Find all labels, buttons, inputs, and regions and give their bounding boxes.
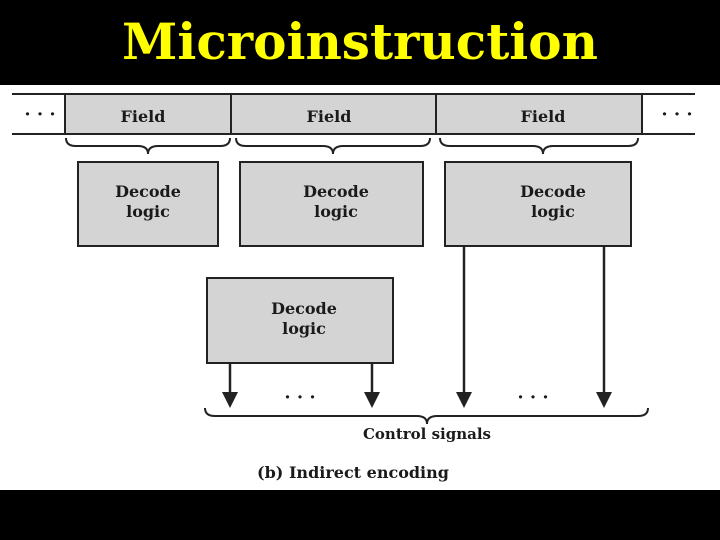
left-ellipsis: · · · [24,104,55,125]
arrow-head-4 [596,392,612,408]
field-braces [65,137,639,155]
brace-3 [439,137,639,155]
field-cell-2 [230,93,437,135]
field-label-2: Field [307,107,352,126]
right-ellipsis: · · · [661,104,692,125]
decoder-3: Decode logic [444,161,632,247]
control-signals-label: Control signals [363,425,491,443]
decoder-1-line1: Decode [115,182,181,201]
arrow-head-3 [456,392,472,408]
brace-2 [235,137,431,155]
field-label-1: Field [121,107,166,126]
signals-ellipsis-left: · · · [284,387,315,408]
brace-1 [65,137,231,155]
decoder-4-line2: logic [282,319,326,338]
decoder-4: Decode logic [206,277,394,364]
decoder-4-line1: Decode [271,299,337,318]
field-cell-3 [435,93,643,135]
arrow-heads [222,392,612,408]
signals-ellipsis-right: · · · [517,387,548,408]
decoder-3-line2: logic [531,202,575,221]
arrow-head-1 [222,392,238,408]
control-signals-brace [204,407,649,425]
decoder-2-line2: logic [314,202,358,221]
field-label-3: Field [521,107,566,126]
arrow-head-2 [364,392,380,408]
footer-bar [0,490,720,540]
decoder-3-line1: Decode [520,182,586,201]
field-cell-1 [64,93,232,135]
diagram-caption: (b) Indirect encoding [257,463,449,482]
decoder-1: Decode logic [77,161,219,247]
microinstruction-register: · · · · · · Field Field Field [12,93,695,135]
indirect-encoding-diagram: · · · · · · Field Field Field Decode log… [12,93,695,482]
decoder-2: Decode logic [239,161,424,247]
decoder-1-line2: logic [126,202,170,221]
title-bar: Microinstruction Encoding [0,0,720,151]
signal-arrows [228,246,606,396]
diagram-canvas: · · · · · · Field Field Field Decode log… [0,85,720,490]
decoder-2-line1: Decode [303,182,369,201]
